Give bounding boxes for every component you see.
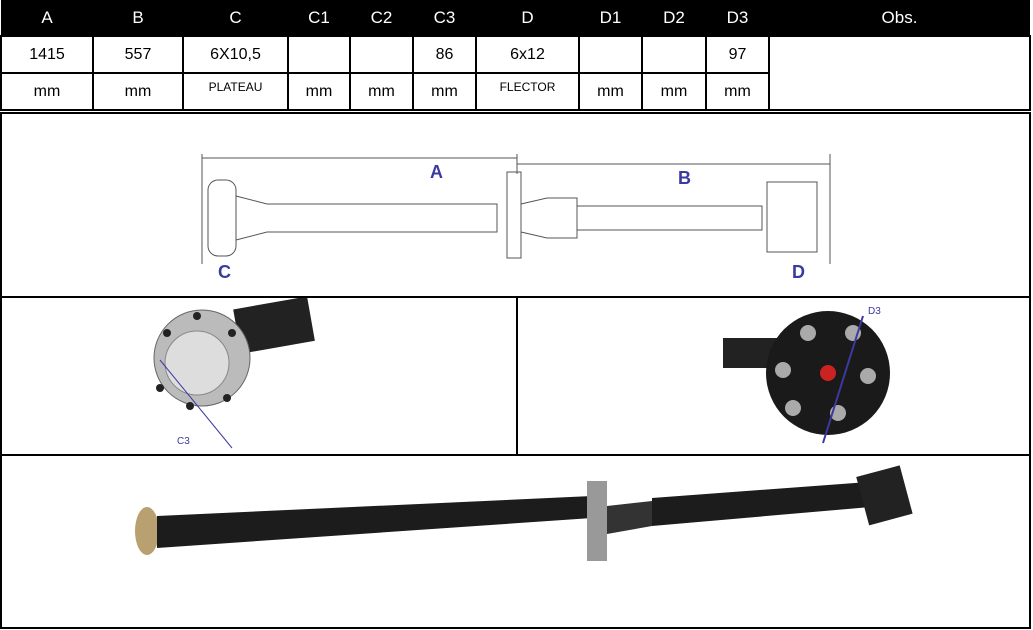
header-row: A B C C1 C2 C3 D D1 D2 D3 Obs. (1, 0, 1030, 36)
value-obs (768, 35, 1031, 111)
specs-table: A B C C1 C2 C3 D D1 D2 D3 Obs. 1415 557 … (0, 0, 1031, 111)
unit-c: PLATEAU (182, 72, 289, 111)
values-row: 1415 557 6X10,5 86 6x12 97 (0, 35, 1031, 111)
value-c: 6X10,5 (182, 35, 289, 74)
header-d1: D1 (579, 0, 642, 36)
label-d: D (792, 262, 805, 282)
value-d3: 97 (705, 35, 770, 74)
label-b: B (678, 168, 691, 188)
value-c1 (287, 35, 351, 74)
value-c2 (349, 35, 414, 74)
unit-d3: mm (705, 72, 770, 111)
header-a: A (1, 0, 93, 36)
header-d2: D2 (642, 0, 706, 36)
header-obs: Obs. (769, 0, 1030, 36)
value-d: 6x12 (475, 35, 580, 74)
unit-d: FLECTOR (475, 72, 580, 111)
flector-photo-panel: D3 (516, 296, 1031, 456)
unit-c3: mm (412, 72, 477, 111)
shaft-diagram: A B C D (201, 154, 831, 282)
unit-d1: mm (578, 72, 643, 111)
shaft-diagram-panel: A B C D (0, 112, 1031, 298)
label-c: C (218, 262, 231, 282)
unit-d2: mm (641, 72, 707, 111)
value-d1 (578, 35, 643, 74)
header-b: B (93, 0, 183, 36)
header-d: D (476, 0, 579, 36)
header-c2: C2 (350, 0, 413, 36)
unit-b: mm (92, 72, 184, 111)
driveshaft-photo (135, 465, 913, 561)
plateau-flange-photo: C3 (153, 298, 315, 449)
plateau-photo-panel: C3 (0, 296, 518, 456)
header-c3: C3 (413, 0, 476, 36)
d3-label: D3 (868, 306, 881, 317)
unit-c2: mm (349, 72, 414, 111)
units-row: mm mm PLATEAU mm mm mm FLECTOR mm mm mm (0, 72, 1030, 111)
c3-label: C3 (177, 436, 190, 447)
header-d3: D3 (706, 0, 769, 36)
header-c: C (183, 0, 288, 36)
flector-coupling-photo: D3 (723, 306, 890, 444)
label-a: A (430, 162, 443, 182)
header-c1: C1 (288, 0, 350, 36)
unit-a: mm (0, 72, 94, 111)
shaft-photo-panel (0, 454, 1031, 629)
value-a: 1415 (0, 35, 94, 74)
value-c3: 86 (412, 35, 477, 74)
value-d2 (641, 35, 707, 74)
unit-c1: mm (287, 72, 351, 111)
value-b: 557 (92, 35, 184, 74)
